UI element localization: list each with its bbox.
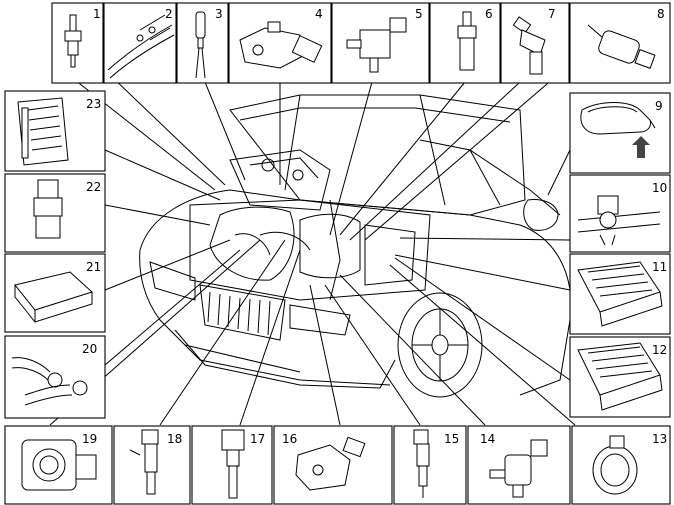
air-mass-meter-icon <box>592 435 638 495</box>
throttle-actuator-icon <box>239 21 323 69</box>
callout-number-14: 14 <box>480 432 495 446</box>
temperature-sender-icon <box>64 14 82 68</box>
callout-number-21: 21 <box>86 260 101 274</box>
callout-number-8: 8 <box>657 7 665 21</box>
solenoid-valve-icon <box>346 17 407 73</box>
map-sensor-icon <box>295 436 366 491</box>
callout-box-14: 14 <box>467 425 571 505</box>
relay-fuse-box-icon <box>577 261 663 327</box>
callout-box-5: 5 <box>331 2 430 84</box>
callout-number-16: 16 <box>282 432 297 446</box>
door-mirror-icon <box>580 102 656 158</box>
ignition-coil-icon <box>221 429 245 499</box>
leader-lines <box>49 59 576 426</box>
callout-box-16: 16 <box>273 425 393 505</box>
callout-number-6: 6 <box>485 7 493 21</box>
callout-number-1: 1 <box>93 7 101 21</box>
callout-box-3: 3 <box>176 2 229 84</box>
callout-box-10: 10 <box>569 174 671 253</box>
callout-box-22: 22 <box>4 173 106 253</box>
callout-box-11: 11 <box>569 253 671 335</box>
callout-number-9: 9 <box>655 99 663 113</box>
callout-number-2: 2 <box>165 7 173 21</box>
callout-box-15: 15 <box>393 425 467 505</box>
callout-number-20: 20 <box>82 342 97 356</box>
callout-box-21: 21 <box>4 253 106 333</box>
throttle-body-icon <box>21 439 97 491</box>
callout-box-20: 20 <box>4 335 106 419</box>
callout-number-13: 13 <box>652 432 667 446</box>
callout-box-4: 4 <box>228 2 332 84</box>
fuel-injector-icon <box>129 429 159 495</box>
callout-number-4: 4 <box>315 7 323 21</box>
purge-valve-icon <box>489 439 548 498</box>
mounted-sensor-icon <box>577 195 661 246</box>
speed-sensor-icon <box>457 11 477 71</box>
callout-box-19: 19 <box>4 425 113 505</box>
callout-box-6: 6 <box>429 2 501 84</box>
knock-sensor-icon <box>11 357 88 406</box>
callout-number-7: 7 <box>548 7 556 21</box>
callout-box-12: 12 <box>569 336 671 418</box>
temperature-sensor-icon <box>413 429 430 498</box>
callout-box-23: 23 <box>4 90 106 172</box>
callout-number-22: 22 <box>86 180 101 194</box>
pressure-switch-icon <box>33 179 63 239</box>
harness-bracket-icon <box>107 14 175 79</box>
control-module-icon <box>14 271 93 323</box>
callout-box-13: 13 <box>571 425 671 505</box>
callout-number-18: 18 <box>167 432 182 446</box>
car-illustration <box>139 94 572 398</box>
relay-fuse-panel-icon <box>577 342 663 411</box>
engine-control-unit-icon <box>17 97 69 166</box>
pressure-sensor-icon <box>587 24 656 69</box>
callout-number-17: 17 <box>250 432 265 446</box>
sensor-probe-icon <box>195 11 206 79</box>
callout-number-12: 12 <box>652 343 667 357</box>
callout-number-5: 5 <box>415 7 423 21</box>
callout-box-9: 9 <box>569 92 671 174</box>
callout-box-1: 1 <box>51 2 104 84</box>
callout-box-18: 18 <box>113 425 191 505</box>
callout-number-11: 11 <box>652 260 667 274</box>
callout-box-17: 17 <box>191 425 273 505</box>
callout-number-15: 15 <box>444 432 459 446</box>
callout-number-23: 23 <box>86 97 101 111</box>
callout-number-3: 3 <box>215 7 223 21</box>
position-sensor-icon <box>512 16 546 75</box>
callout-box-8: 8 <box>569 2 671 84</box>
callout-number-10: 10 <box>652 181 667 195</box>
callout-box-2: 2 <box>103 2 177 84</box>
callout-number-19: 19 <box>82 432 97 446</box>
callout-box-7: 7 <box>500 2 570 84</box>
